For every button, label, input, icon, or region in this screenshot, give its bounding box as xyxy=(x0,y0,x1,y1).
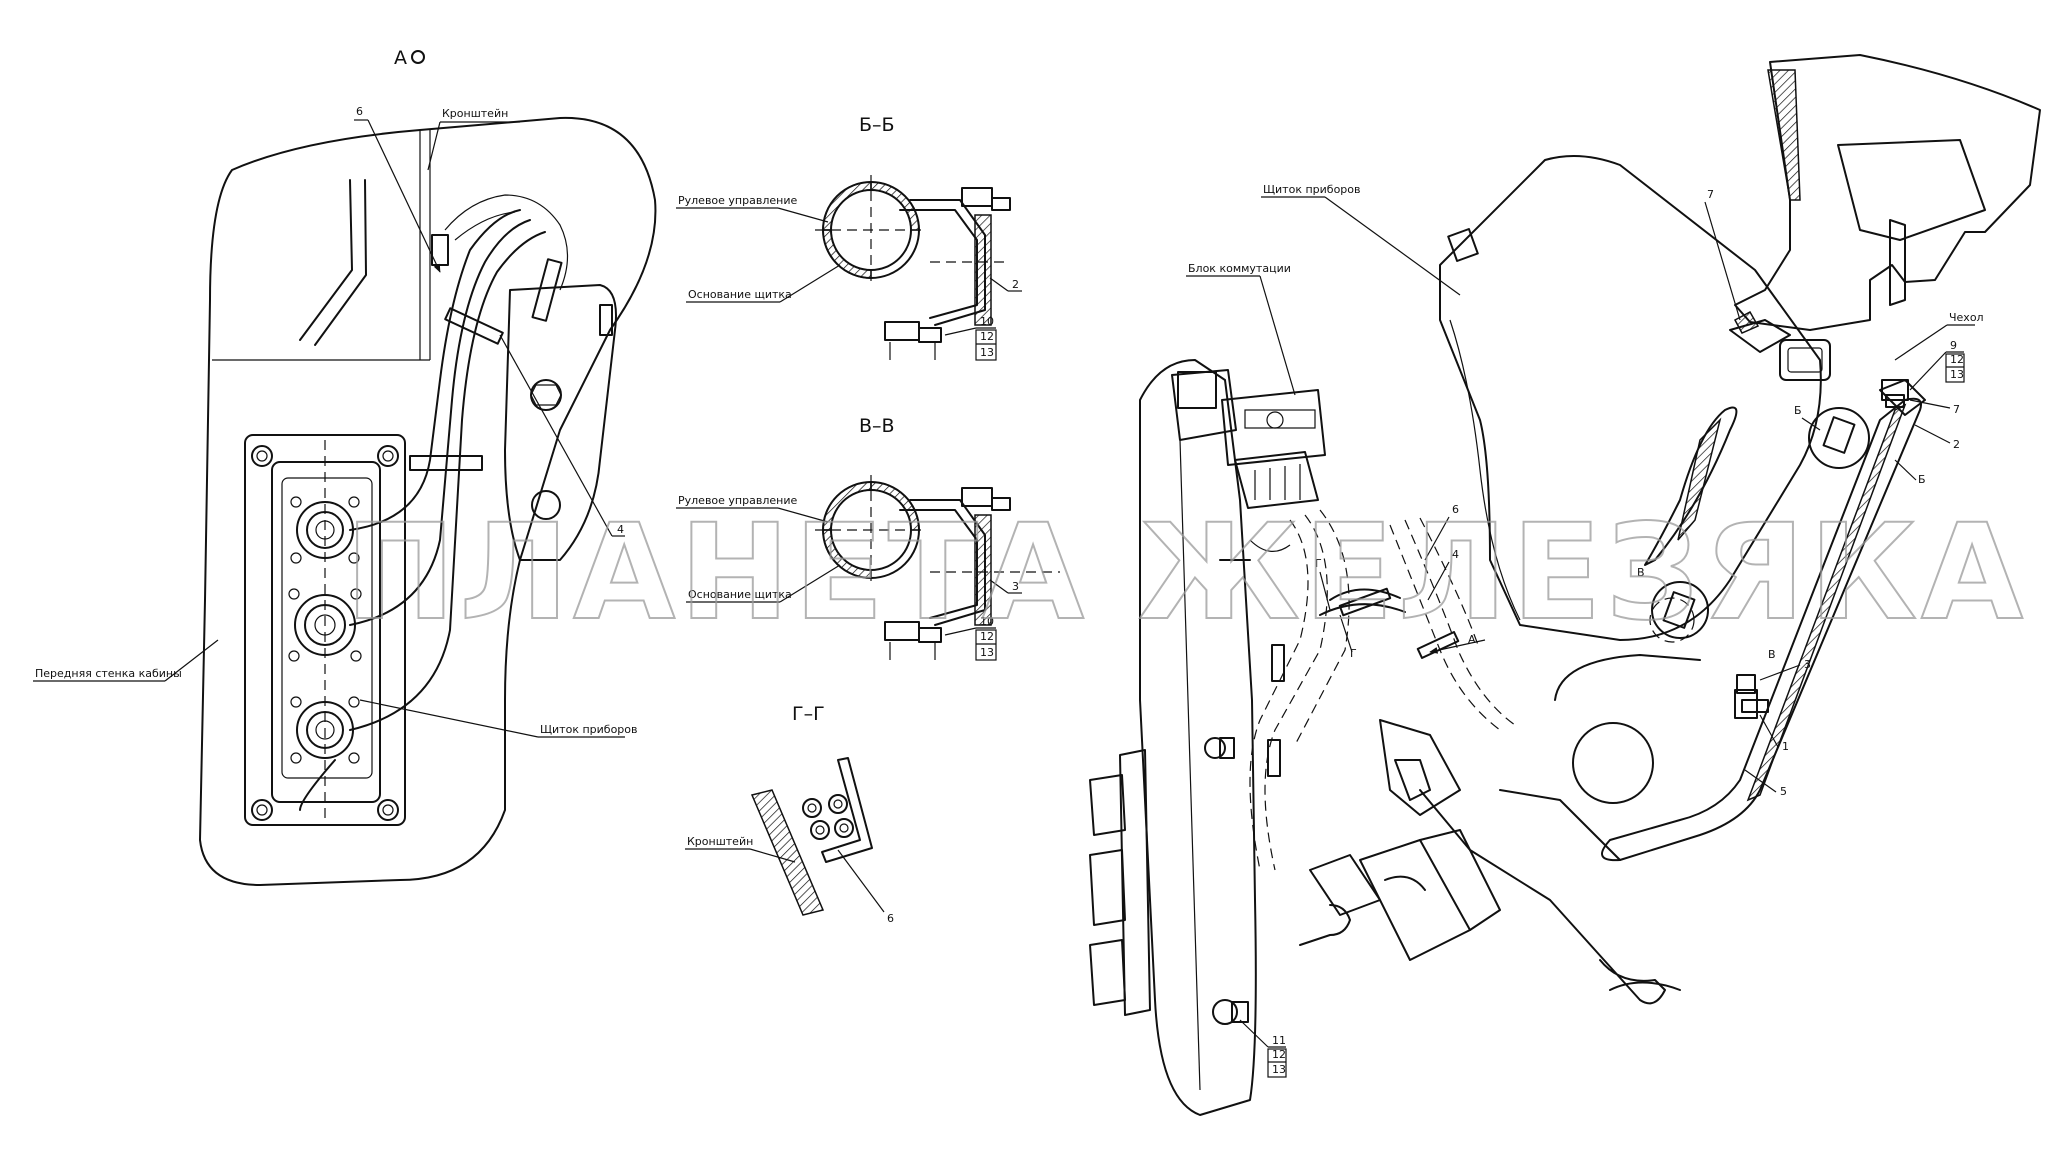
panel-base-vv xyxy=(974,514,992,626)
callout-a-6: 6 xyxy=(356,105,363,118)
callout-bb-2: 2 xyxy=(1012,278,1019,291)
callout-r-1: 1 xyxy=(1782,740,1789,753)
svg-text:12: 12 xyxy=(980,330,994,343)
callout-r-a: А xyxy=(1468,633,1476,646)
callout-r-7: 7 xyxy=(1953,403,1960,416)
callout-gg-6: 6 xyxy=(887,912,894,925)
svg-text:11: 11 xyxy=(1272,1034,1286,1047)
callout-stack-r9: 9 12 13 xyxy=(1909,339,1965,391)
callout-r-5: 5 xyxy=(1780,785,1787,798)
callout-r-4: 4 xyxy=(1452,548,1459,561)
wiring-harness-a xyxy=(299,194,569,811)
callout-r-v2: В xyxy=(1768,648,1776,661)
dashboard-body xyxy=(1439,155,1822,641)
callout-r-2: 2 xyxy=(1953,438,1960,451)
clamp-a-3 xyxy=(531,258,563,322)
label-bracket-gg: Кронштейн xyxy=(687,835,753,848)
callout-r-b: Б xyxy=(1918,473,1926,486)
section-vv-title: В–В xyxy=(859,415,895,437)
clamp-a-2 xyxy=(444,307,504,345)
watermark-text: ПЛАНЕТА ЖЕЛЕЗЯКА xyxy=(345,496,2027,650)
callout-r-3: 3 xyxy=(1804,658,1811,671)
label-bracket-top: Кронштейн xyxy=(442,107,508,120)
section-gg-title: Г–Г xyxy=(792,703,825,725)
label-steering-vv: Рулевое управление xyxy=(678,494,797,507)
section-vv: В–В Рулевое управление Основание щитка 3… xyxy=(676,415,1060,661)
cabin-panel-right xyxy=(1139,359,1257,1116)
svg-text:10: 10 xyxy=(980,615,994,628)
instrument-panel-plate xyxy=(244,434,406,826)
svg-text:13: 13 xyxy=(1950,368,1964,381)
callout-vv-3: 3 xyxy=(1012,580,1019,593)
section-gg: Г–Г Кронштейн 6 xyxy=(685,703,894,925)
callout-r-b-small: Б xyxy=(1794,404,1802,417)
svg-text:9: 9 xyxy=(1950,339,1957,352)
label-front-wall: Передняя стенка кабины xyxy=(35,667,182,680)
label-panel-base-vv: Основание щитка xyxy=(688,588,792,601)
callout-r-g1: Г xyxy=(1315,557,1322,570)
label-switch-block: Блок коммутации xyxy=(1188,262,1291,275)
view-a-title: А xyxy=(394,47,407,69)
panel-base-bb xyxy=(974,214,992,326)
label-dashboard-right: Щиток приборов xyxy=(1263,183,1361,196)
svg-text:12: 12 xyxy=(1950,353,1964,366)
section-bb: Б–Б Рулевое управление Основание щитка 2… xyxy=(676,114,1022,361)
svg-text:10: 10 xyxy=(980,315,994,328)
svg-text:13: 13 xyxy=(1272,1063,1286,1076)
label-dashboard-left: Щиток приборов xyxy=(540,723,638,736)
svg-text:13: 13 xyxy=(980,346,994,359)
callout-a-4: 4 xyxy=(617,523,624,536)
label-steering-bb: Рулевое управление xyxy=(678,194,797,207)
steering-bracket xyxy=(1601,397,1922,862)
pedal-assembly xyxy=(1299,719,1681,1005)
right-assembly: Щиток приборов Блок коммутации Чехол 7 9… xyxy=(1089,54,2041,1116)
clamp-a-1 xyxy=(409,455,483,471)
callout-stack-r11: 11 12 13 xyxy=(1239,1019,1287,1078)
front-wall-outline xyxy=(199,116,657,886)
bracket-gg xyxy=(750,789,825,916)
label-panel-base-bb: Основание щитка xyxy=(688,288,792,301)
callout-r-g2: Г xyxy=(1350,647,1357,660)
support-plate xyxy=(504,284,617,561)
cover-box xyxy=(1779,339,1831,381)
section-bb-title: Б–Б xyxy=(859,114,895,136)
callout-r-v: В xyxy=(1637,566,1645,579)
callout-stack-vv: 10 12 13 xyxy=(944,615,997,661)
svg-text:12: 12 xyxy=(1272,1048,1286,1061)
switch-block xyxy=(1171,369,1326,509)
view-a: А xyxy=(33,47,657,886)
view-a-marker-icon xyxy=(411,50,425,64)
label-cover: Чехол xyxy=(1949,311,1984,324)
callout-r-7-top: 7 xyxy=(1707,188,1714,201)
callout-r-6: 6 xyxy=(1452,503,1459,516)
steering-shroud xyxy=(1734,54,2041,331)
callout-stack-bb: 10 12 13 xyxy=(944,315,997,361)
svg-text:12: 12 xyxy=(980,630,994,643)
svg-text:13: 13 xyxy=(980,646,994,659)
column-cylinder xyxy=(1572,722,1654,804)
